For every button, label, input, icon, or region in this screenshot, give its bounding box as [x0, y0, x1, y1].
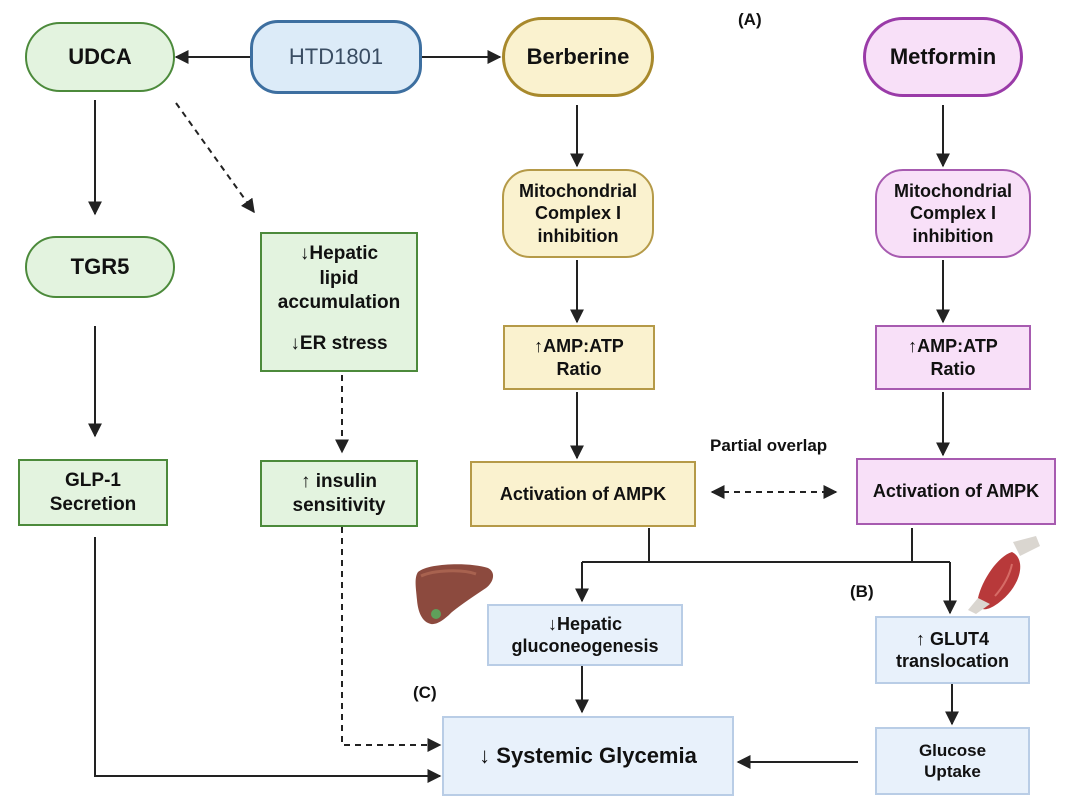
ber-mito-line-1: Mitochondrial [519, 180, 637, 201]
metformin-ampk-node: Activation of AMPK [856, 458, 1056, 525]
systemic-glycemia-label: ↓ Systemic Glycemia [479, 743, 697, 769]
glut4-line-2: translocation [895, 651, 1010, 671]
metformin-label: Metformin [889, 44, 997, 70]
glut4-line-1: ↑ GLUT4 [915, 628, 989, 649]
metformin-mito-node: Mitochondrial Complex I inhibition [875, 169, 1031, 258]
insulin-line-1: ↑ insulin [301, 470, 377, 492]
htd1801-label: HTD1801 [288, 44, 384, 70]
dashed-insulin-systemic [341, 527, 442, 752]
ber-ampk-label: Activation of AMPK [499, 483, 667, 504]
met-mito-line-1: Mitochondrial [894, 180, 1012, 201]
ber-amp-line-2: Ratio [556, 358, 602, 379]
ber-mito-line-2: Complex I [534, 203, 622, 224]
ber-mito-line-3: inhibition [537, 225, 619, 246]
insulin-sensitivity-node: ↑ insulin sensitivity [260, 460, 418, 527]
tgr5-node: TGR5 [25, 236, 175, 298]
ber-amp-line-1: ↑AMP:ATP [534, 336, 624, 356]
glut4-node: ↑ GLUT4 translocation [875, 616, 1030, 684]
arrow-glp1-systemic [94, 537, 442, 783]
berberine-amp-node: ↑AMP:ATP Ratio [503, 325, 655, 390]
berberine-mito-node: Mitochondrial Complex I inhibition [502, 169, 654, 258]
insulin-line-2: sensitivity [292, 494, 386, 516]
met-ampk-label: Activation of AMPK [872, 481, 1040, 502]
glucose-uptake-node: Glucose Uptake [875, 727, 1030, 795]
htd1801-node: HTD1801 [250, 20, 422, 94]
glp1-node: GLP-1 Secretion [18, 459, 168, 526]
uptake-line-1: Glucose [918, 740, 987, 760]
met-amp-line-1: ↑AMP:ATP [908, 336, 998, 356]
panel-label-c: (C) [413, 683, 437, 702]
metformin-node: Metformin [863, 17, 1023, 97]
berberine-ampk-node: Activation of AMPK [470, 461, 696, 527]
systemic-glycemia-node: ↓ Systemic Glycemia [442, 716, 734, 796]
hepatic-lipid-node: ↓Hepatic lipid accumulation ↓ER stress [260, 232, 418, 372]
gluconeogenesis-node: ↓Hepatic gluconeogenesis [487, 604, 683, 666]
metformin-amp-node: ↑AMP:ATP Ratio [875, 325, 1031, 390]
partial-overlap-label: Partial overlap [710, 436, 828, 455]
tgr5-label: TGR5 [70, 254, 130, 280]
met-mito-line-2: Complex I [909, 203, 997, 224]
muscle-icon [968, 536, 1040, 614]
hepatic-lipid-line-2: lipid [319, 267, 359, 289]
udca-node: UDCA [25, 22, 175, 92]
met-mito-line-3: inhibition [912, 225, 994, 246]
gluconeo-line-2: gluconeogenesis [511, 636, 659, 656]
berberine-node: Berberine [502, 17, 654, 97]
liver-icon [415, 564, 494, 625]
udca-label: UDCA [68, 44, 132, 70]
met-amp-line-2: Ratio [930, 358, 976, 379]
glp1-line-1: GLP-1 [65, 469, 121, 491]
hepatic-lipid-line-1: ↓Hepatic [299, 243, 379, 264]
dashed-udca-hepatic [175, 102, 255, 214]
berberine-label: Berberine [526, 44, 630, 70]
panel-label-b: (B) [850, 582, 874, 601]
uptake-line-2: Uptake [924, 762, 981, 781]
glp1-line-2: Secretion [49, 493, 137, 515]
er-stress-label: ↓ER stress [290, 333, 388, 355]
panel-label-a: (A) [738, 10, 762, 29]
gluconeo-line-1: ↓Hepatic [547, 613, 622, 634]
hepatic-lipid-line-3: accumulation [277, 292, 401, 314]
